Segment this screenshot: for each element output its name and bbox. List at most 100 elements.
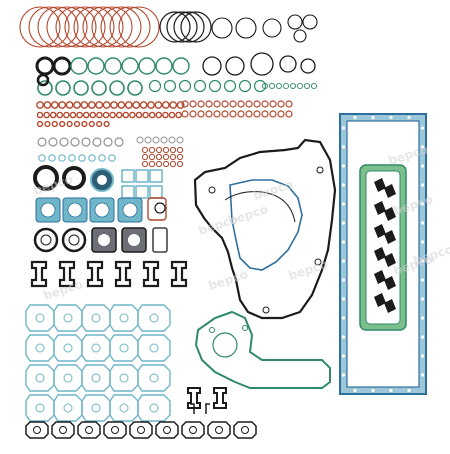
cylinder-head-gasket bbox=[109, 304, 139, 332]
copper-washer bbox=[65, 101, 74, 109]
exhaust-gasket bbox=[51, 421, 75, 439]
port-hole bbox=[94, 202, 110, 218]
copper-washer bbox=[213, 100, 221, 108]
valve-stem-seal bbox=[374, 201, 386, 215]
bolt-hole bbox=[420, 354, 425, 358]
copper-washer bbox=[169, 101, 178, 109]
bolt-hole bbox=[341, 126, 346, 130]
copper-washer bbox=[122, 111, 130, 119]
copper-washer bbox=[176, 146, 184, 154]
flange-hole bbox=[40, 234, 52, 246]
cylinder-head-gasket bbox=[25, 304, 55, 332]
exhaust-gasket bbox=[103, 421, 127, 439]
copper-washer bbox=[132, 101, 141, 109]
copper-washer bbox=[102, 111, 110, 119]
gasket-port bbox=[91, 403, 101, 413]
cylinder-head-gasket bbox=[137, 394, 171, 422]
copper-washer bbox=[168, 111, 176, 119]
o-ring-large bbox=[173, 11, 205, 43]
cylinder-head-gasket bbox=[25, 334, 55, 362]
seal-ring bbox=[38, 154, 46, 162]
copper-washer bbox=[245, 110, 253, 118]
bolt-hole bbox=[407, 388, 411, 393]
copper-washer bbox=[269, 100, 277, 108]
liner-ring bbox=[91, 6, 133, 48]
watermark-text: bepco bbox=[207, 267, 250, 293]
rocker-gasket bbox=[142, 260, 160, 288]
o-ring-large bbox=[159, 11, 191, 43]
copper-washer bbox=[43, 101, 52, 109]
seal-ring bbox=[68, 154, 76, 162]
o-ring bbox=[155, 57, 173, 75]
copper-washer bbox=[205, 110, 213, 118]
bolt-hole bbox=[407, 115, 411, 120]
exhaust-port bbox=[241, 426, 249, 434]
copper-washer bbox=[102, 101, 111, 109]
gasket-port bbox=[91, 373, 101, 383]
gasket-port bbox=[35, 313, 45, 323]
gasket-port bbox=[149, 343, 159, 353]
copper-washer bbox=[96, 111, 103, 119]
bolt-hole bbox=[341, 202, 346, 206]
rocker-gasket bbox=[58, 260, 76, 288]
bolt-hole bbox=[389, 115, 393, 120]
copper-washer bbox=[142, 111, 149, 119]
bolt-hole bbox=[389, 388, 393, 393]
rocker-gasket bbox=[114, 260, 132, 288]
square-gasket bbox=[149, 169, 163, 183]
gasket-port bbox=[91, 343, 101, 353]
liner-ring bbox=[100, 6, 142, 48]
bolt-hole bbox=[420, 183, 425, 187]
copper-washer bbox=[161, 101, 170, 109]
bolt-hole bbox=[341, 164, 346, 168]
o-ring-tiny bbox=[268, 82, 276, 90]
seal-ring bbox=[152, 136, 160, 144]
manifold-gaskets bbox=[33, 165, 168, 253]
flange-hole bbox=[98, 234, 110, 246]
copper-washer bbox=[221, 100, 229, 108]
liner-ring bbox=[46, 6, 88, 48]
bolt-hole bbox=[341, 373, 346, 377]
o-ring-small bbox=[223, 79, 237, 93]
copper-washer bbox=[87, 101, 96, 109]
port-hole bbox=[67, 202, 83, 218]
port-hole bbox=[122, 202, 138, 218]
o-ring bbox=[279, 55, 297, 73]
copper-washer bbox=[253, 100, 261, 108]
bolt-hole bbox=[420, 126, 425, 130]
o-ring bbox=[202, 56, 222, 76]
o-ring-rows bbox=[35, 52, 318, 96]
copper-washer bbox=[110, 101, 118, 109]
copper-washer bbox=[155, 153, 163, 161]
gasket-port bbox=[119, 373, 129, 383]
bolt-hole bbox=[420, 202, 425, 206]
valve-stem-seal bbox=[374, 224, 386, 238]
bolt-hole bbox=[420, 335, 425, 339]
seal-ring bbox=[154, 202, 166, 214]
copper-washer bbox=[148, 153, 156, 161]
bolt-hole bbox=[341, 221, 346, 225]
cylinder-head-gasket bbox=[109, 334, 139, 362]
bolt-hole bbox=[341, 335, 346, 339]
copper-washer bbox=[155, 111, 163, 119]
copper-washer bbox=[148, 160, 156, 168]
exhaust-gasket bbox=[207, 421, 231, 439]
liner-ring bbox=[73, 6, 115, 48]
rocker-cover-gasket bbox=[359, 164, 407, 331]
cylinder-head-gasket bbox=[53, 334, 83, 362]
cylinder-head-gasket bbox=[53, 304, 83, 332]
seal-ring bbox=[114, 137, 124, 147]
seal-ring bbox=[168, 136, 176, 144]
valve-stem-seal bbox=[384, 184, 396, 198]
gasket-port bbox=[119, 403, 129, 413]
o-ring bbox=[35, 56, 55, 76]
copper-washer bbox=[155, 160, 163, 168]
rocker-gasket bbox=[30, 260, 48, 288]
copper-washer bbox=[162, 160, 170, 168]
o-ring bbox=[52, 56, 72, 76]
copper-washer bbox=[176, 160, 184, 168]
bolt-hole bbox=[341, 183, 346, 187]
o-ring-tiny bbox=[289, 82, 297, 90]
cylinder-head-gasket bbox=[53, 364, 83, 392]
cylinder-head-gasket bbox=[81, 364, 111, 392]
